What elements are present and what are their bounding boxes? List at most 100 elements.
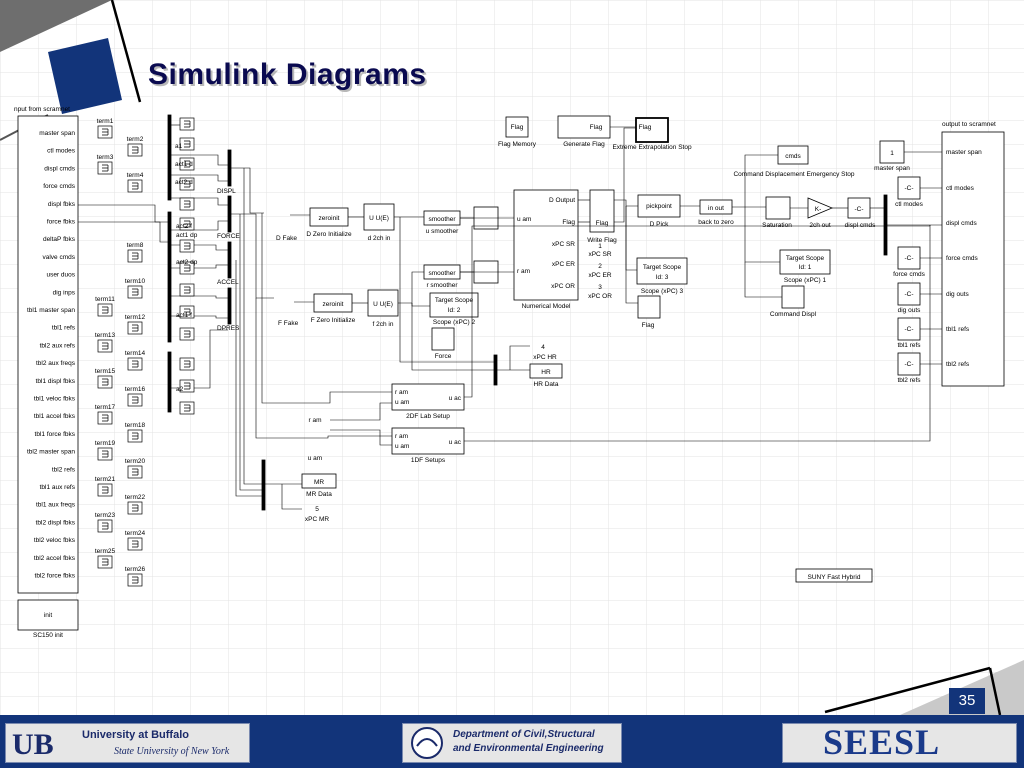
write-flag-inner-label: Flag [596,220,609,227]
term-icon [132,540,139,548]
term-icon [102,558,109,566]
output-port-label: displ cmds [946,220,977,227]
command-displ-block [781,285,805,309]
dept-logo: Department of Civil,Structural and Envir… [402,723,622,763]
term-icon [132,252,139,260]
xpc-mr-label: xPC MR [305,516,330,523]
dig-outs-const-label: dig outs [898,307,922,314]
hr-data-label: HR Data [534,381,559,388]
write-flag-label: Write Flag [587,237,617,244]
input-port-label: tbl2 displ fbks [36,519,76,526]
demux-output-label: act1 f [176,312,192,319]
switch-u-am: u am [308,455,322,462]
term-label: term23 [95,512,116,519]
r-smoother-label: r smoother [426,282,458,289]
flag-memory-block-label: Flag [511,124,524,131]
demux-bar-1 [167,114,172,201]
scope-xpc1-label: Scope (xPC) 1 [784,277,827,284]
term-label: term13 [95,332,116,339]
displ-cmds-out-label: displ cmds [845,222,876,229]
pickpoint-label: pickpoint [646,203,672,210]
const-c-label: -C- [904,291,913,298]
d-fake-label: D Fake [276,235,297,242]
input-port-label: deltaP fbks [43,236,76,243]
term-icon [102,450,109,458]
term-icon [132,182,139,190]
force-cmds-const-label: force cmds [893,271,926,278]
mux-label: ACCEL [217,279,239,286]
signal-wires [78,124,942,510]
term-label: term26 [125,566,146,573]
out-2ch-label: 2ch out [809,222,831,229]
term-label: term21 [95,476,116,483]
scope-xpc3-label: Scope (xPC) 3 [641,288,684,295]
num-model-out-port: xPC SR [552,241,575,248]
mux-label: FORCE [217,233,240,240]
num-model-out-port: xPC OR [551,283,575,290]
input-port-label: tbl1 force fbks [35,431,76,438]
term-icon [184,180,191,188]
demux-output-label: a2 [176,386,184,393]
demux-output-label: a1 [175,143,183,150]
output-port-label: force cmds [946,255,979,262]
term-icon [132,468,139,476]
mux-dpres [227,287,232,325]
output-port-label: tbl1 refs [946,326,970,333]
xpc-er-num: 2 [598,263,602,270]
num-model-in-port: r am [517,268,530,275]
const-c-label: -C- [904,326,913,333]
dept-line-1: Department of Civil,Structural [453,729,595,740]
term-icon [184,160,191,168]
term-icon [102,342,109,350]
u-ue-label: U U(E) [373,301,393,308]
term-icon [132,360,139,368]
num-model-out-port: Flag [562,219,575,226]
page-corner-triangle [900,660,1024,715]
tbl1-refs-const-label: tbl1 refs [897,342,921,349]
d2ch-in-label: d 2ch in [368,235,391,242]
flag-memory-block [505,116,529,138]
term-icon [102,306,109,314]
f-fake-label: F Fake [278,320,299,327]
term-label: term8 [127,242,144,249]
term-icon [102,486,109,494]
saturation-block [765,196,791,220]
extreme-stop-label: Extreme Extrapolation Stop [612,144,692,151]
term-icon [184,330,191,338]
zeroinit-label: zeroinit [319,215,340,222]
page-corner-line-2 [988,667,1002,715]
target-scope-3-block [636,257,688,285]
term-icon [184,404,191,412]
term-icon [184,382,191,390]
lab-2df-label: 2DF Lab Setup [406,413,450,420]
svg-text:UB: UB [12,728,54,761]
suny-fast-hybrid-label: SUNY Fast Hybrid [808,574,861,581]
mux-displ [227,149,232,187]
term-label: term3 [97,154,114,161]
extreme-stop-block [635,117,669,143]
const-c-label: -C- [854,206,863,213]
term-label: term14 [125,350,146,357]
term-label: term25 [95,548,116,555]
input-port-label: tbl2 master span [27,449,75,456]
input-port-label: dig inps [53,289,76,296]
term-label: term10 [125,278,146,285]
input-port-label: force cmds [43,183,76,190]
term-icon [184,140,191,148]
input-block-label: nput from scramnet [14,106,70,113]
const-c-label: -C- [904,185,913,192]
lab-1df-block [391,427,465,455]
ctl-modes-const-label: ctl modes [895,201,924,208]
lab2df-u-am: u am [395,399,409,406]
input-port-label: tbl1 displ fbks [36,378,76,385]
page-number: 35 [958,692,976,709]
term-label: term19 [95,440,116,447]
input-port-label: tbl2 veloc fbks [34,537,76,544]
page-number-box [949,688,985,714]
term-label: term20 [125,458,146,465]
demux-output-label: act2 f [176,223,192,230]
output-scramnet-block [941,131,1005,387]
corner-gray-shape [0,0,112,52]
output-port-label: dig outs [946,291,970,298]
